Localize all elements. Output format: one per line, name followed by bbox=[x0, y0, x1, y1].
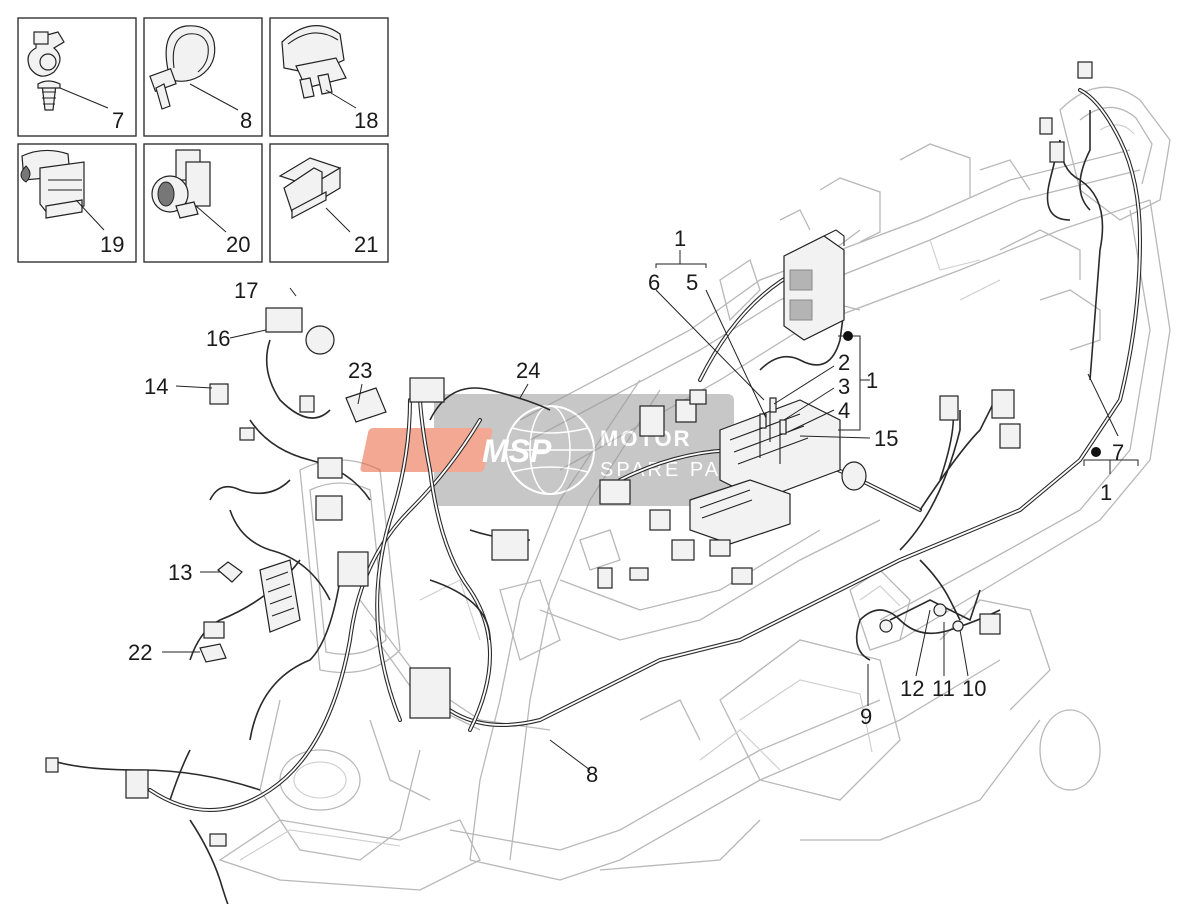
callout-8: 8 bbox=[586, 762, 598, 787]
callout-1-bottom: 1 bbox=[1100, 480, 1112, 505]
main-wiring-harness bbox=[49, 88, 1143, 904]
legend-box-21[interactable]: 21 bbox=[269, 143, 389, 263]
harness-clamp-icon bbox=[281, 25, 347, 99]
watermark-logo-text: MSP bbox=[482, 433, 552, 469]
legend-box-19[interactable]: 19 bbox=[17, 143, 137, 263]
callout-1-right: 1 bbox=[866, 368, 878, 393]
callout-1-top: 1 bbox=[674, 226, 686, 251]
callout-5: 5 bbox=[686, 270, 698, 295]
callout-12: 12 bbox=[900, 676, 924, 701]
callout-3: 3 bbox=[838, 374, 850, 399]
legend-label-8: 8 bbox=[240, 108, 252, 133]
callout-16: 16 bbox=[206, 326, 230, 351]
bullet-marker-bottom bbox=[1091, 447, 1101, 457]
bullet-marker-right bbox=[843, 331, 853, 341]
callout-13: 13 bbox=[168, 560, 192, 585]
callout-11: 11 bbox=[932, 676, 955, 701]
legend-box-7[interactable]: 7 bbox=[17, 17, 137, 137]
legend-label-20: 20 bbox=[226, 232, 250, 257]
callout-14: 14 bbox=[144, 374, 168, 399]
legend-box-8[interactable]: 8 bbox=[143, 17, 263, 137]
callout-7: 7 bbox=[1112, 440, 1124, 465]
relay-module-icon bbox=[783, 229, 845, 341]
legend-label-18: 18 bbox=[354, 108, 378, 133]
fuse-set bbox=[759, 397, 787, 464]
legend-label-7: 7 bbox=[112, 108, 124, 133]
callout-6: 6 bbox=[648, 270, 660, 295]
callout-10: 10 bbox=[962, 676, 986, 701]
cable-tie-loop-icon bbox=[149, 25, 216, 110]
callout-2: 2 bbox=[838, 350, 850, 375]
adhesive-mount-icon bbox=[278, 157, 342, 219]
legend-label-21: 21 bbox=[354, 232, 378, 257]
legend-box-20[interactable]: 20 bbox=[143, 143, 263, 263]
callout-15: 15 bbox=[874, 426, 898, 451]
callout-24: 24 bbox=[516, 358, 540, 383]
legend-box-18[interactable]: 18 bbox=[269, 17, 389, 137]
callout-17: 17 bbox=[234, 278, 258, 303]
callout-labels: 17 16 14 23 24 13 22 8 1 6 5 2 3 4 1 15 … bbox=[128, 226, 1124, 787]
legend-label-19: 19 bbox=[100, 232, 124, 257]
push-clip-icon bbox=[27, 31, 65, 111]
control-unit-icon bbox=[259, 559, 301, 633]
callout-23: 23 bbox=[348, 358, 372, 383]
plug-clip-icon bbox=[151, 149, 211, 219]
callout-4: 4 bbox=[838, 398, 850, 423]
callout-9: 9 bbox=[860, 704, 872, 729]
globe-icon bbox=[505, 405, 595, 495]
callout-22: 22 bbox=[128, 640, 152, 665]
leader-lines bbox=[162, 250, 1139, 771]
double-clip-icon bbox=[20, 149, 85, 219]
